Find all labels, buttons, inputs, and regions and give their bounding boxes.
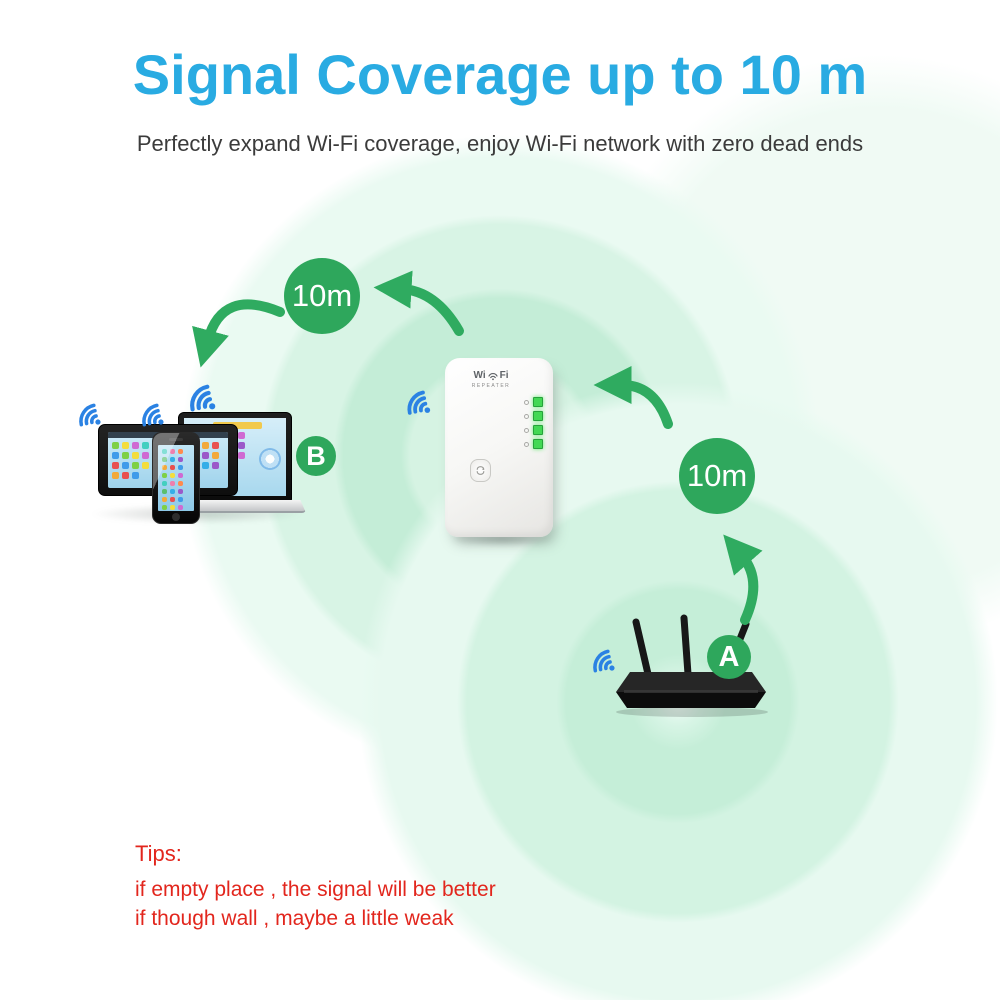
arrow-to-repeater-right [593, 366, 673, 429]
phone-screen-shine [153, 433, 199, 523]
tip-line-1: if empty place , the signal will be bett… [135, 878, 496, 901]
page-subtitle: Perfectly expand Wi-Fi coverage, enjoy W… [136, 131, 864, 156]
tips-heading: Tips: [135, 841, 182, 866]
arrow-badge-to-devices [192, 299, 285, 368]
point-a-badge: A [707, 635, 751, 679]
distance-badge-left: 10m [284, 258, 360, 334]
wifi-icon-phone [142, 403, 164, 427]
arrow-to-repeater-top [373, 270, 464, 336]
distance-badge-right: 10m [679, 438, 755, 514]
arrow-router-to-badge [723, 534, 763, 625]
wifi-icon-tablet [79, 403, 101, 427]
wifi-icon-router [593, 649, 615, 673]
phone-home-button [172, 513, 180, 521]
phone-speaker [169, 438, 183, 441]
wifi-icon-repeater [407, 390, 431, 415]
tip-line-2: if though wall , maybe a little weak [135, 906, 454, 930]
point-b-badge: B [296, 436, 336, 476]
smartphone [152, 432, 200, 524]
tips-block: Tips: if empty place , the signal will b… [135, 841, 496, 933]
page-title: Signal Coverage up to 10 m [132, 43, 868, 106]
wifi-icon-laptop [190, 384, 216, 412]
